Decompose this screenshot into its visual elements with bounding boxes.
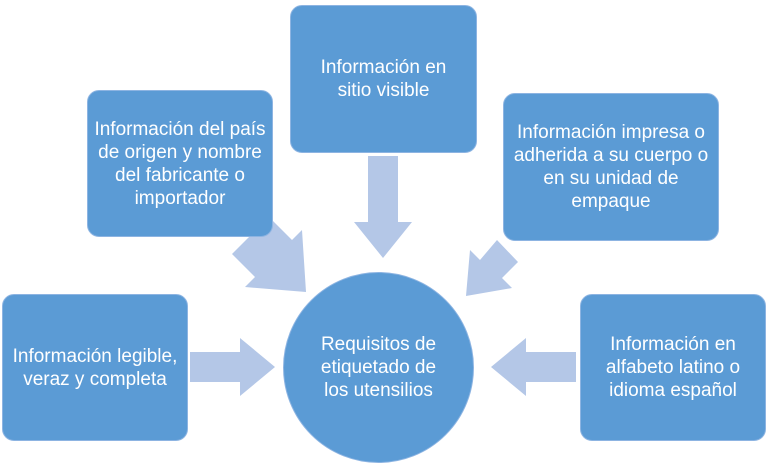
node-origin-country: Información del país de origen y nombre … xyxy=(87,90,273,237)
center-label: Requisitos de etiquetado de los utensili… xyxy=(320,334,437,401)
node-legible: Información legible, veraz y completa xyxy=(2,294,188,441)
node-label: Información en sitio visible xyxy=(320,57,447,101)
arrow-right-to-center xyxy=(491,338,576,396)
node-label: Información impresa o adherida a su cuer… xyxy=(513,122,709,212)
node-visible-place: Información en sitio visible xyxy=(290,5,477,153)
node-label: Información en alfabeto latino o idioma … xyxy=(605,334,741,401)
node-language: Información en alfabeto latino o idioma … xyxy=(580,294,766,441)
node-label: Información legible, veraz y completa xyxy=(12,345,178,390)
arrow-topright-to-center xyxy=(466,240,518,296)
arrow-top-to-center xyxy=(354,156,412,258)
node-label: Información del país de origen y nombre … xyxy=(94,118,266,209)
node-printed-attached: Información impresa o adherida a su cuer… xyxy=(503,93,719,241)
arrow-left-to-center xyxy=(190,338,275,396)
center-node: Requisitos de etiquetado de los utensili… xyxy=(283,272,474,463)
